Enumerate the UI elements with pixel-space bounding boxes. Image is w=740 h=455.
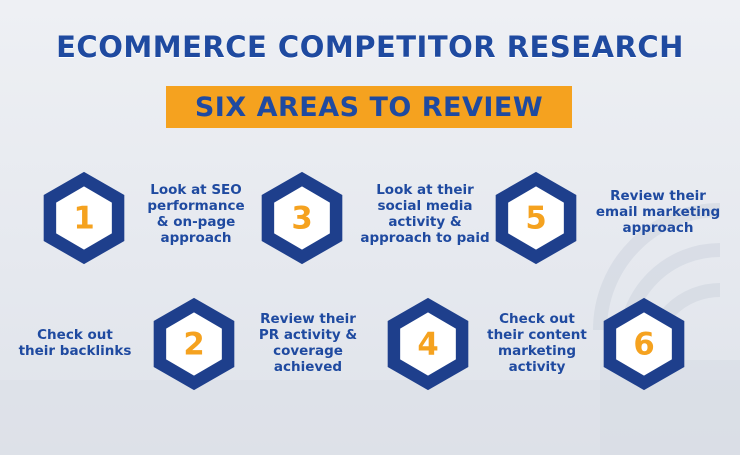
page-title: ECOMMERCE COMPETITOR RESEARCH bbox=[56, 30, 684, 64]
step-2-number: 2 bbox=[183, 327, 204, 363]
step-5-hexagon: 5 bbox=[488, 170, 584, 266]
step-1-line-3: & on-page bbox=[156, 214, 236, 230]
step-2-line-4: achieved bbox=[273, 359, 343, 375]
step-3-line-2: social media bbox=[377, 198, 473, 214]
step-4-line-1: Check out bbox=[499, 311, 575, 327]
step-3-line-3: activity & bbox=[388, 214, 462, 230]
step-4-label: Check out their content marketing activi… bbox=[478, 311, 596, 375]
step-4-hexagon: 4 bbox=[380, 296, 476, 392]
step-4-number: 4 bbox=[417, 327, 438, 363]
step-1-number: 1 bbox=[73, 201, 94, 237]
step-1-line-2: performance bbox=[147, 198, 245, 214]
subtitle: SIX AREAS TO REVIEW bbox=[194, 91, 544, 123]
step-5-line-1: Review their bbox=[610, 188, 706, 204]
step-2-line-3: coverage bbox=[273, 343, 343, 359]
subtitle-banner: SIX AREAS TO REVIEW bbox=[166, 86, 572, 128]
step-3-line-1: Look at their bbox=[376, 182, 474, 198]
backlinks-line-1: Check out bbox=[37, 327, 113, 343]
step-6-number: 6 bbox=[633, 327, 654, 363]
step-5-label: Review their email marketing approach bbox=[586, 188, 730, 236]
step-4-line-3: marketing bbox=[498, 343, 576, 359]
step-3-line-4: approach to paid bbox=[360, 230, 490, 246]
step-1-line-4: approach bbox=[160, 230, 232, 246]
step-2-label: Review their PR activity & coverage achi… bbox=[246, 311, 370, 375]
step-3-label: Look at their social media activity & ap… bbox=[355, 182, 495, 246]
step-2-hexagon: 2 bbox=[146, 296, 242, 392]
step-1-line-1: Look at SEO bbox=[150, 182, 242, 198]
step-3-hexagon: 3 bbox=[254, 170, 350, 266]
step-2-line-1: Review their bbox=[260, 311, 356, 327]
step-1-label: Look at SEO performance & on-page approa… bbox=[143, 182, 249, 246]
step-1-hexagon: 1 bbox=[36, 170, 132, 266]
step-5-line-2: email marketing bbox=[595, 204, 721, 220]
backlinks-line-2: their backlinks bbox=[18, 343, 132, 359]
step-4-line-4: activity bbox=[508, 359, 566, 375]
step-4-line-2: their content bbox=[487, 327, 587, 343]
backlinks-label: Check out their backlinks bbox=[10, 327, 140, 359]
step-3-number: 3 bbox=[291, 201, 312, 237]
step-5-number: 5 bbox=[525, 201, 546, 237]
step-2-line-2: PR activity & bbox=[258, 327, 358, 343]
step-6-hexagon: 6 bbox=[596, 296, 692, 392]
step-5-line-3: approach bbox=[622, 220, 694, 236]
